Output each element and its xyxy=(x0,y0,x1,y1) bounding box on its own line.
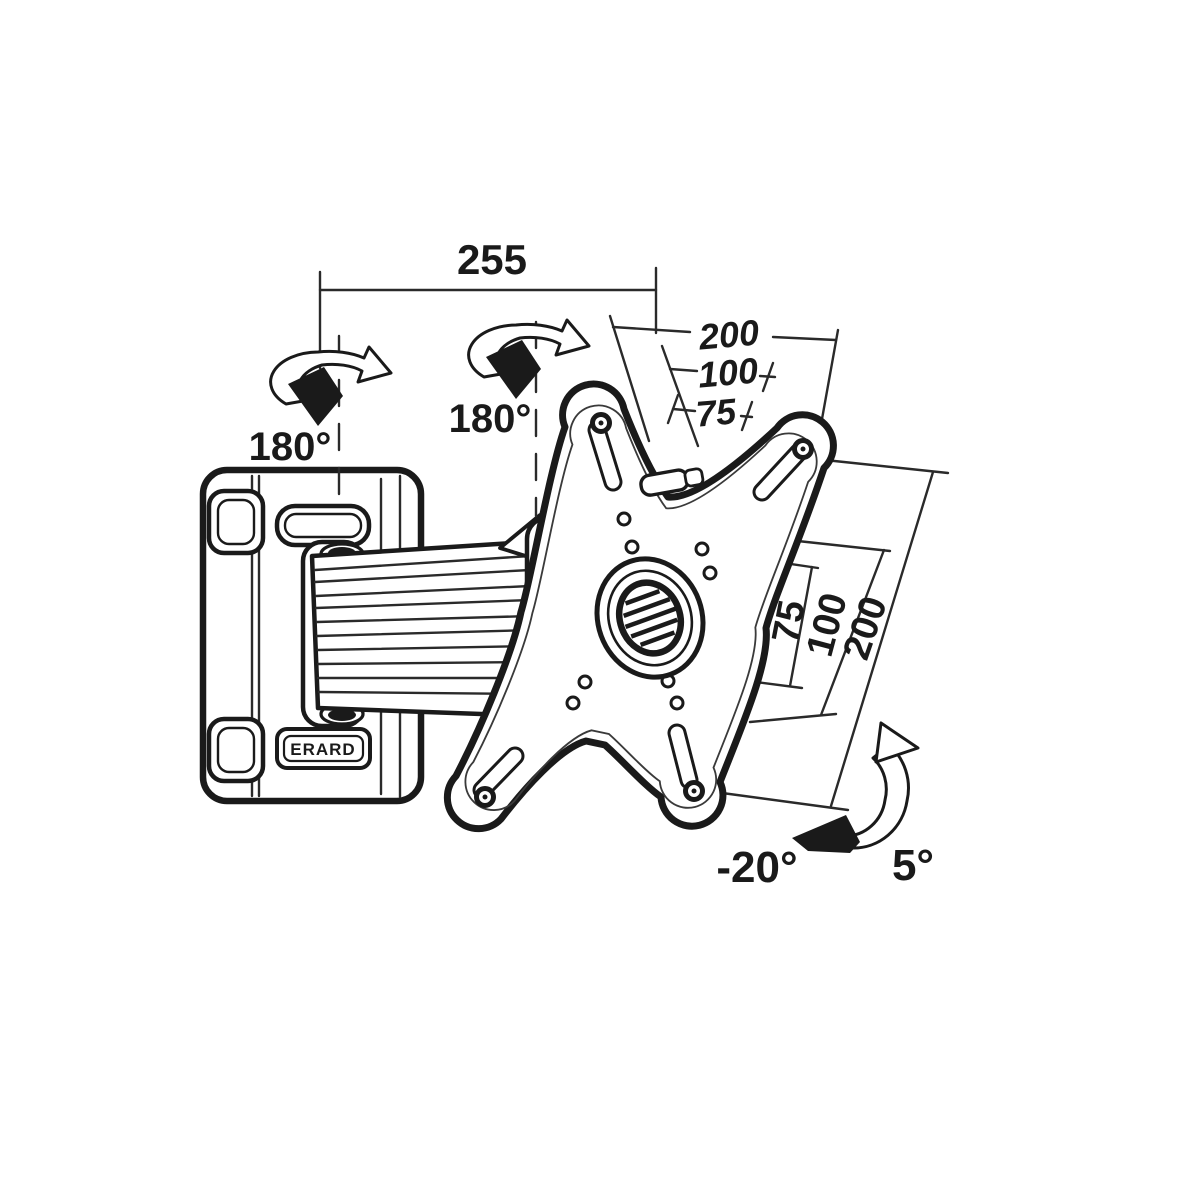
dim-top-75-label: 75 xyxy=(694,390,738,434)
brand-badge: ERARD xyxy=(275,727,372,770)
dim-top-200-label: 200 xyxy=(696,312,760,358)
wall-slot-bottom xyxy=(206,716,266,784)
wall-slot-top xyxy=(206,488,266,556)
center-hub xyxy=(594,556,706,680)
vesa-plate xyxy=(447,384,833,829)
top-clip xyxy=(639,467,705,497)
brand-text: ERARD xyxy=(290,740,355,759)
vesa-screw-holes xyxy=(474,412,814,808)
tilt-arrow xyxy=(792,721,920,853)
vesa-slots xyxy=(472,420,809,800)
angle-5-label: 5° xyxy=(892,841,934,890)
swivel-arrow-wall xyxy=(269,345,393,426)
angle-180-wall-label: 180° xyxy=(249,425,332,469)
dim-255-label: 255 xyxy=(457,236,527,283)
dim-top-100-label: 100 xyxy=(696,350,759,396)
dim-side-75-label: 75 xyxy=(765,597,814,647)
angle-180-plate-label: 180° xyxy=(449,397,532,441)
swivel-arrow-plate xyxy=(467,318,591,399)
dimension-vesa-width-group xyxy=(608,314,840,460)
front-slot xyxy=(274,503,372,548)
vesa-pattern-holes xyxy=(565,511,718,711)
rotation-axis-lines xyxy=(337,320,538,518)
angle-minus20-label: -20° xyxy=(716,843,797,892)
